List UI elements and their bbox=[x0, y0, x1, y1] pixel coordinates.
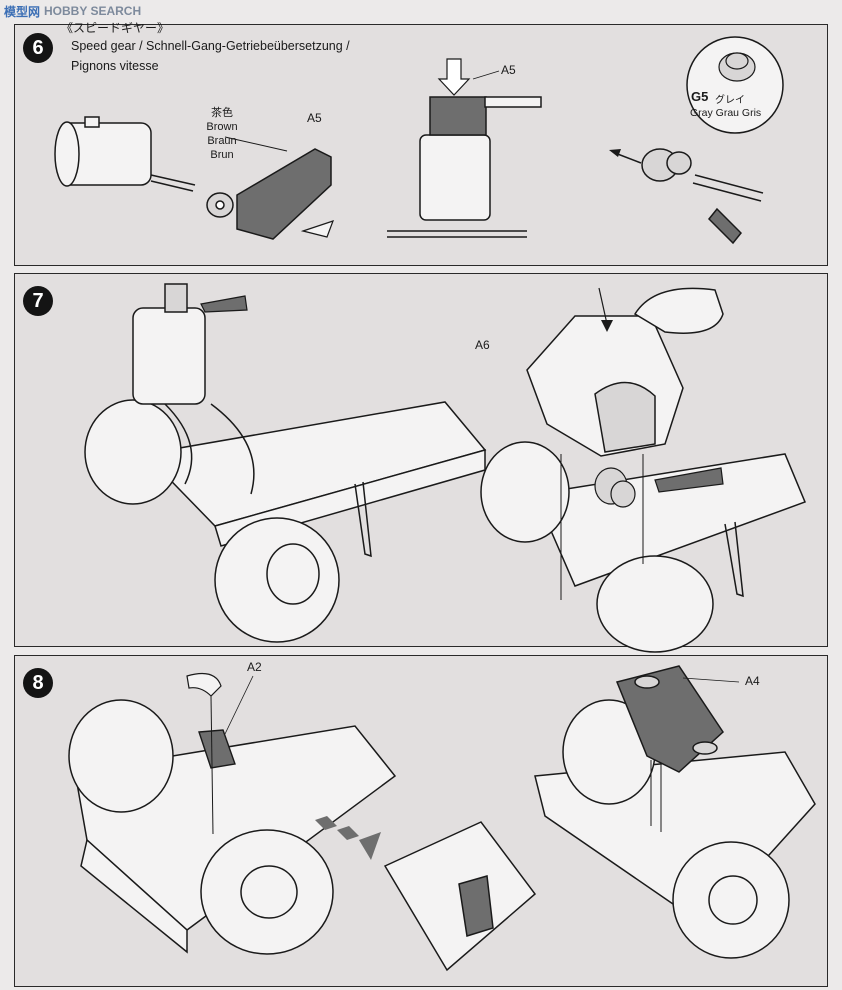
label-a2: A2 bbox=[247, 660, 262, 674]
motor-drawing bbox=[54, 116, 196, 192]
gears-step7 bbox=[594, 467, 636, 508]
step-6-title-line1: Speed gear / Schnell-Gang-Getriebeüberse… bbox=[71, 39, 350, 53]
wheel-right-front-step8 bbox=[672, 841, 790, 959]
gear-shaft-right bbox=[641, 148, 764, 245]
label-gear-part: G5 bbox=[691, 89, 709, 104]
step-6-title-jp: 《スピードギヤー》 bbox=[61, 21, 170, 35]
wheel-left-front bbox=[214, 517, 340, 643]
pinion-color-de: Braun bbox=[207, 135, 237, 147]
motor-step7 bbox=[132, 283, 255, 495]
step-6-panel: 6 《スピードギヤー》 Speed gear / Schnell-Gang-Ge… bbox=[14, 21, 828, 266]
label-a5-center: A5 bbox=[501, 63, 516, 77]
motor-side-view bbox=[387, 96, 542, 238]
label-a6: A6 bbox=[475, 338, 490, 352]
step-6-title-line2: Pignons vitesse bbox=[71, 59, 159, 73]
label-gear-jp: グレイ bbox=[715, 95, 745, 106]
pinion-color-fr: Brun bbox=[210, 149, 234, 161]
inset-detail bbox=[383, 821, 537, 972]
watermark-logo: 模型网 bbox=[4, 4, 41, 19]
watermark: 模型网 HOBBY SEARCH bbox=[0, 0, 174, 22]
label-gear-color: Gray Grau Gris bbox=[690, 107, 762, 119]
step-8-illustration bbox=[68, 665, 816, 972]
pinion-color-en: Brown bbox=[206, 121, 238, 133]
pinion-drawing bbox=[206, 192, 234, 218]
wheel-right-rear bbox=[480, 441, 570, 543]
a6-cover bbox=[526, 315, 684, 457]
label-a5-left: A5 bbox=[307, 111, 322, 125]
a5-part-left bbox=[224, 136, 332, 240]
step-6-number: 6 bbox=[23, 33, 53, 63]
step-8-number: 8 bbox=[23, 668, 53, 698]
label-a4: A4 bbox=[745, 674, 760, 688]
step-8-panel: 8 bbox=[14, 655, 828, 987]
dashed-arrow bbox=[315, 816, 381, 860]
g5-gear-drawing bbox=[718, 52, 756, 82]
wheel-right-front bbox=[596, 555, 714, 653]
pinion-color-jp: 茶色 bbox=[211, 107, 233, 119]
watermark-site: HOBBY SEARCH bbox=[44, 4, 142, 18]
wheel-left-rear bbox=[84, 399, 182, 505]
step-6-illustration bbox=[54, 36, 784, 245]
step-7-number: 7 bbox=[23, 286, 53, 316]
gear-callout-circle bbox=[686, 36, 784, 134]
wheel-left-rear-step8 bbox=[68, 699, 174, 813]
a2-part bbox=[198, 729, 236, 769]
a4-plate bbox=[615, 665, 724, 773]
step-7-panel: 7 bbox=[14, 273, 828, 653]
finger-drawing bbox=[633, 287, 724, 334]
step-7-illustration bbox=[84, 283, 806, 653]
wheel-left-front-step8 bbox=[200, 829, 334, 955]
